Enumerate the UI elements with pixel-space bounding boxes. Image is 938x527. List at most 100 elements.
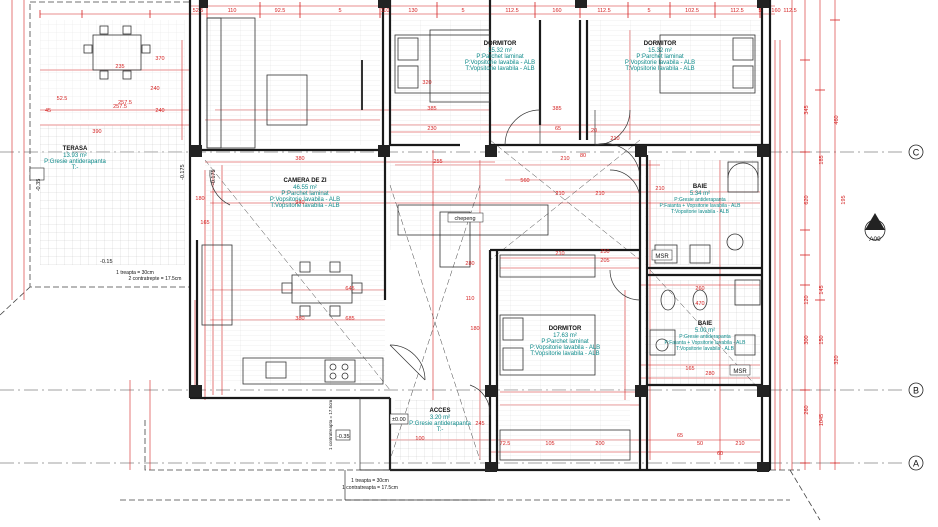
structural-columns [190, 0, 769, 472]
room-finish-camera-de-zi-2: P:Vopsitorie lavabila - ALB [270, 197, 340, 203]
room-finish-camera-de-zi-3: T:Vopsitorie lavabila - ALB [270, 203, 339, 209]
dimension-value: 380 [295, 156, 304, 162]
top-dimension-value: 102.5 [685, 8, 699, 14]
terrace-table [92, 34, 142, 71]
dimension-value: 210 [595, 191, 604, 197]
dimension-value: 205 [600, 258, 609, 264]
dimension-value: 345 [804, 105, 810, 114]
dimension-value: 210 [655, 186, 664, 192]
dimension-value: 385 [552, 106, 561, 112]
level-steps: -0.35 [337, 434, 350, 440]
room-finish-acces-1: P:Gresie antiderapanta [409, 421, 471, 427]
room-finish-dormitor-2-2: P:Vopsitorie lavabila - ALB [625, 60, 695, 66]
dimension-value: 257.5 [118, 100, 132, 106]
grid-axis-markers: C B A [908, 144, 924, 471]
room-finish-terasa-2: T:- [72, 165, 79, 171]
top-dimension-value: 112.5 [505, 8, 518, 14]
level-acces: ±0.00 [392, 417, 406, 423]
dimension-value: 260 [695, 286, 704, 292]
axis-b-label: B [913, 386, 919, 396]
dimension-value: 165 [685, 366, 694, 372]
bed-dormitor-2 [659, 34, 756, 94]
top-dimension-value: 52.5 [193, 8, 204, 14]
room-finish-dormitor-1-2: P:Vopsitorie lavabila - ALB [465, 60, 535, 66]
dimension-value: 110 [466, 296, 475, 302]
dimension-value: 370 [155, 56, 164, 62]
dimension-value: 240 [150, 86, 159, 92]
section-marker: A09 [864, 213, 886, 243]
door-swings [209, 109, 641, 416]
level-terrace-1: -0.35 [36, 179, 42, 192]
walls [188, 0, 772, 472]
kitchen-counter [242, 357, 384, 385]
dimension-value: 180 [470, 326, 479, 332]
dimension-value: 390 [92, 129, 101, 135]
dimension-value: 940 [295, 200, 304, 206]
dimension-value: 280 [465, 261, 474, 267]
room-area-baie-1: 5.34 m² [690, 191, 710, 197]
level-terrace-2: -0.15 [100, 259, 113, 265]
dimension-value: 60 [717, 451, 723, 457]
furniture [83, 17, 761, 461]
dimension-value: 240 [155, 108, 164, 114]
exterior-steps [344, 397, 490, 501]
room-name-camera-de-zi: CAMERA DE ZI [283, 178, 326, 184]
floor-finishes [40, 20, 760, 460]
top-dimension-value: 160 [552, 8, 561, 14]
msr-label-1: MSR [655, 254, 669, 260]
dimension-value: 685 [345, 316, 354, 322]
dimension-value: 460 [834, 115, 840, 124]
room-area-baie-2: 5.00 m² [695, 328, 715, 334]
room-area-dormitor-3: 17.63 m² [553, 333, 577, 339]
dimension-value: 210 [555, 191, 564, 197]
top-dimension-value: 92.5 [275, 8, 286, 14]
room-area-dormitor-2: 15.32 m² [648, 48, 672, 54]
top-dimension-value: 5 [758, 8, 761, 14]
dimension-value: 50 [697, 441, 703, 447]
axis-c-label: C [913, 148, 920, 158]
room-area-camera-de-zi: 46.55 m² [293, 185, 317, 191]
room-area-terasa: 13.93 m² [63, 153, 87, 159]
axis-a-label: A [913, 459, 919, 469]
dimension-value: 320 [422, 80, 431, 86]
dimension-value: 100 [415, 436, 424, 442]
room-finish-dormitor-3-3: T:Vopsitorie lavabila - ALB [530, 351, 599, 357]
section-marker-label: A09 [869, 236, 881, 243]
axis-c-marker [908, 144, 924, 160]
room-finish-acces-2: T:- [437, 427, 444, 433]
axis-a-marker [908, 455, 924, 471]
top-dimension-value: 112.5 [783, 8, 796, 14]
dimension-value: 65 [677, 433, 683, 439]
dimension-value: 235 [115, 64, 124, 70]
dimension-value: 185 [819, 155, 825, 164]
dimension-value: 65 [555, 126, 561, 132]
dimension-value: 80 [580, 153, 586, 159]
toilet-baie-2 [660, 289, 676, 311]
dimension-value: 120 [804, 295, 810, 304]
stair-note-2a: 1 treapta = 30cm [116, 270, 154, 276]
dimension-value: 45 [45, 108, 51, 114]
room-name-baie-2: BAIE [698, 321, 712, 327]
dimension-value: 210 [555, 251, 564, 257]
room-name-dormitor-2: DORMITOR [644, 41, 677, 47]
dimension-value: 195 [841, 195, 847, 204]
dimension-value: 255 [433, 159, 442, 165]
axis-b-marker [908, 382, 924, 398]
level-living: -0.175 [211, 169, 217, 185]
room-finish-baie-1-2: P:Faianta + Vopsitorie lavabila - ALB [659, 203, 741, 209]
room-name-dormitor-3: DORMITOR [549, 326, 582, 332]
room-finish-dormitor-1-1: P:Parchet laminat [476, 54, 524, 60]
top-dimension-value: 5 [647, 8, 650, 14]
dimension-value: 645 [345, 286, 354, 292]
dimension-value: 257.5 [113, 104, 127, 110]
dimension-value: 620 [804, 195, 810, 204]
top-dimension-value: 110 [228, 8, 237, 14]
stair-note-1b: 1 contratreapta = 17.5cm [342, 485, 398, 491]
misc-labels: chepeng MSR MSR 1 treapta = 30cm 1 contr… [116, 212, 751, 491]
dimension-value: 150 [819, 335, 825, 344]
dimension-value: 250 [600, 249, 609, 255]
room-name-acces: ACCES [429, 408, 450, 414]
dimension-value: 385 [427, 106, 436, 112]
level-terrace-3: -0.175 [180, 164, 186, 180]
dimension-value: 210 [735, 441, 744, 447]
